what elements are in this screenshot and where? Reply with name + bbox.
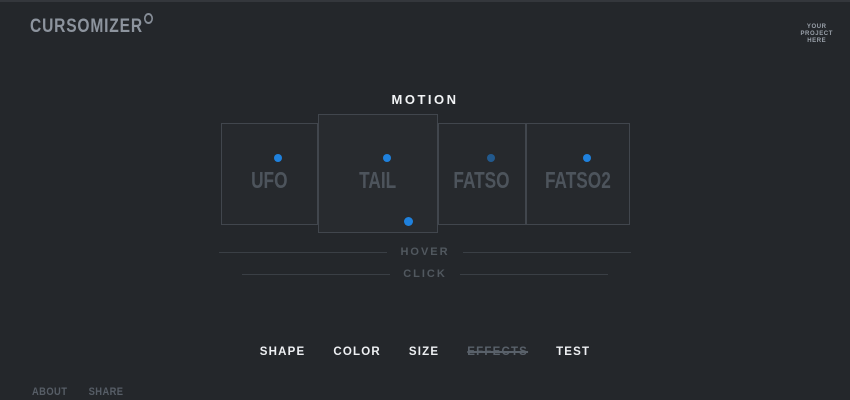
divider-line [459,273,609,275]
divider-line [242,273,391,275]
tail-preview-dot-icon [403,217,413,226]
divider-line [462,251,631,253]
logo[interactable]: CURSOMIZER [30,13,153,38]
project-note-line: YOUR [806,24,827,30]
hover-section-row: HOVER [219,246,631,258]
logo-text: CURSOMIZER [30,16,143,37]
nav-item-effects-disabled: EFFECTS [467,346,529,358]
nav-item-color[interactable]: COLOR [333,346,381,358]
motion-option-fatso2[interactable]: FATSO2 [525,122,630,225]
project-note-line: HERE [807,38,827,44]
motion-option-label: FATSO2 [544,166,611,193]
motion-option-fatso[interactable]: FATSO [437,122,526,225]
your-project-here-link[interactable]: YOUR PROJECT HERE [800,24,833,45]
nav-item-size[interactable]: SIZE [408,346,440,358]
motion-options-row: UFO TAIL FATSO FATSO2 [0,114,850,233]
motion-option-label: TAIL [358,166,397,193]
motion-option-label: UFO [250,166,288,193]
project-note-line: PROJECT [800,31,833,37]
click-section-row: CLICK [242,268,609,280]
footer-item-about[interactable]: ABOUT [32,386,68,398]
footer-item-share[interactable]: SHARE [88,386,124,398]
cursor-badge-icon [143,13,153,24]
cursor-dot-icon [274,153,282,162]
motion-option-tail-selected[interactable]: TAIL [317,114,438,233]
motion-option-label: FATSO [453,166,510,193]
nav-item-test[interactable]: TEST [556,346,591,358]
nav-item-shape[interactable]: SHAPE [259,346,306,358]
hover-section-toggle[interactable]: HOVER [400,246,450,258]
cursor-dot-icon [382,153,391,162]
cursor-dot-icon [582,153,591,162]
motion-option-ufo[interactable]: UFO [220,122,318,225]
top-edge-highlight [0,0,850,2]
cursor-dot-icon [486,153,495,162]
bottom-nav: SHAPE COLOR SIZE EFFECTS TEST [0,346,850,358]
click-section-toggle[interactable]: CLICK [403,268,447,280]
motion-section-title: MOTION [391,92,459,107]
footer-links: ABOUT SHARE [32,386,123,398]
divider-line [219,251,388,253]
